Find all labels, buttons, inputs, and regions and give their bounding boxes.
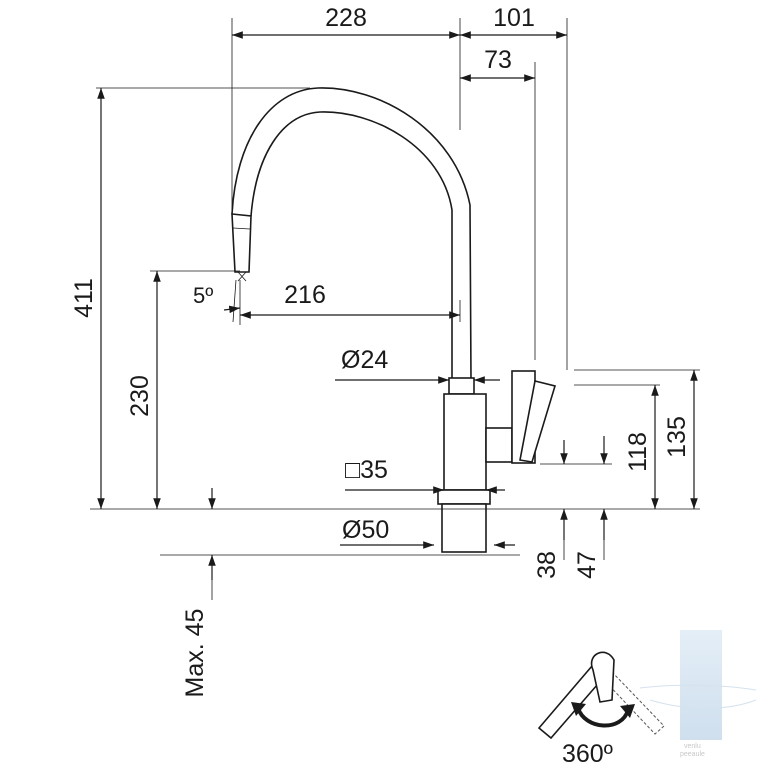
rotation-arrow	[576, 707, 630, 728]
spray-outlet-mark	[237, 271, 247, 282]
rotation-icon: 360º	[537, 651, 665, 768]
label-411: 411	[70, 278, 98, 318]
label-118: 118	[624, 432, 652, 472]
label-216: 216	[284, 281, 326, 309]
spray-head	[231, 213, 252, 273]
dimension-lines	[97, 31, 698, 600]
dimension-labels: 228 101 73 216 5º Ø24 □35 Ø50 411 230 Ma…	[70, 4, 691, 697]
faucet-outline	[231, 87, 557, 553]
lever-knob	[590, 651, 615, 703]
label-73: 73	[484, 46, 512, 74]
main-body	[443, 393, 487, 491]
spray-head-ring	[232, 227, 251, 230]
label-360: 360º	[562, 740, 613, 768]
label-dia50: Ø50	[342, 516, 389, 544]
label-max45: Max. 45	[181, 609, 209, 698]
mounting-flange	[437, 489, 491, 505]
label-228: 228	[325, 4, 367, 32]
label-230: 230	[126, 375, 154, 417]
label-38: 38	[533, 551, 561, 579]
handle-blade	[519, 380, 557, 463]
column-ring	[448, 377, 475, 395]
label-101: 101	[493, 4, 535, 32]
watermark: venlu peeaule	[639, 630, 757, 758]
shank	[441, 503, 487, 553]
label-47: 47	[573, 551, 601, 579]
angle-line	[232, 279, 237, 323]
extension-lines	[90, 18, 700, 556]
handle-connector	[485, 427, 513, 463]
label-dia24: Ø24	[341, 346, 388, 374]
watermark-text-bottom: peeaule	[680, 751, 705, 758]
label-5-degree: 5º	[193, 283, 213, 308]
watermark-text-top: venlu	[684, 743, 701, 750]
label-sq35: □35	[345, 456, 388, 484]
label-135: 135	[663, 416, 691, 458]
